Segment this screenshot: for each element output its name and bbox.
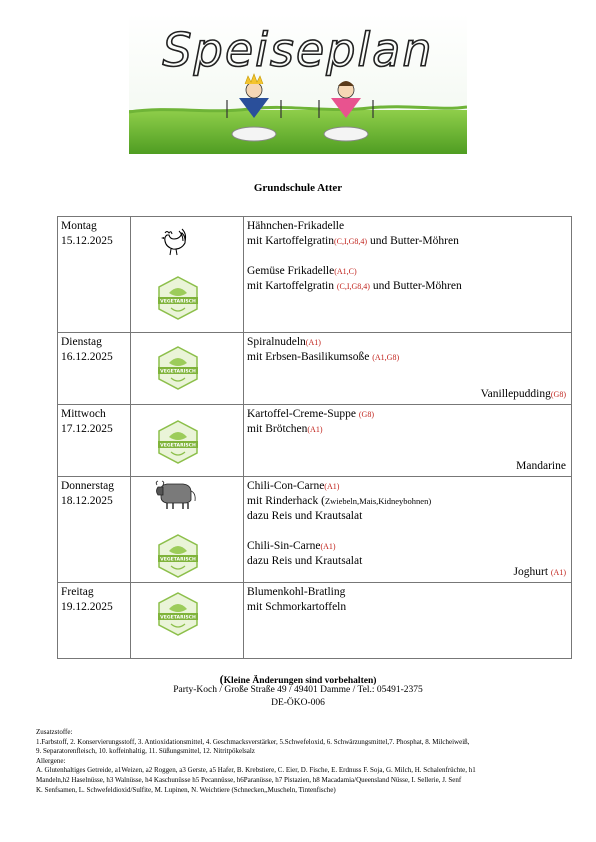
icon-cell: VEGETARISCH	[130, 582, 244, 659]
legend-line: 9. Separatorenfleisch, 10. koffeinhaltig…	[36, 747, 255, 756]
logo-text: Speiseplan	[162, 23, 433, 77]
day-name: Montag	[61, 220, 97, 232]
meal-side: mit Brötchen(A1)	[247, 423, 323, 435]
caterer-address: Party-Koch / Große Straße 49 / 49401 Dam…	[173, 685, 423, 695]
school-name: Grundschule Atter	[253, 182, 343, 194]
table-row: Mittwoch 17.12.2025 VEGETARISCH Kartoffe…	[57, 404, 572, 477]
day-name: Freitag	[61, 586, 94, 598]
icon-cell: VEGETARISCH	[130, 332, 244, 405]
day-date: 16.12.2025	[61, 351, 113, 363]
meal-side: mit Kartoffelgratin(C,I,G8,4) und Butter…	[247, 235, 459, 247]
menu-table: Montag 15.12.2025 VEGETARISCH Häh	[57, 216, 572, 659]
dessert: Mandarine	[516, 460, 566, 472]
meal-side: mit Erbsen-Basilikumsoße (A1,G8)	[247, 351, 400, 363]
day-name: Dienstag	[61, 336, 102, 348]
table-row: Montag 15.12.2025 VEGETARISCH Häh	[57, 216, 572, 333]
vegetarian-badge-icon: VEGETARISCH	[158, 592, 198, 636]
meal-title: Hähnchen-Frikadelle	[247, 220, 345, 232]
meal-side: dazu Reis und Krautsalat	[247, 510, 363, 522]
dessert: Joghurt (A1)	[513, 566, 566, 578]
dish-cell: Kartoffel-Creme-Suppe (G8) mit Brötchen(…	[243, 404, 572, 477]
dessert: Vanillepudding(G8)	[480, 388, 566, 400]
meal-side: mit Schmorkartoffeln	[247, 601, 347, 613]
dish-cell: Spiralnudeln(A1) mit Erbsen-Basilikumsoß…	[243, 332, 572, 405]
meal-title: Kartoffel-Creme-Suppe (G8)	[247, 408, 374, 420]
day-cell: Donnerstag 18.12.2025	[57, 476, 131, 583]
dish-cell: Blumenkohl-Bratling mit Schmorkartoffeln	[243, 582, 572, 659]
day-date: 17.12.2025	[61, 423, 113, 435]
meal-title: Gemüse Frikadelle(A1,C)	[247, 265, 357, 277]
meal-title: Chili-Con-Carne(A1)	[247, 480, 340, 492]
girl-drawing	[318, 81, 374, 118]
boy-drawing	[226, 73, 282, 118]
icon-cell: VEGETARISCH	[130, 404, 244, 477]
day-cell: Montag 15.12.2025	[57, 216, 131, 333]
meal-side: mit Kartoffelgratin (C,I,G8,4) und Butte…	[247, 280, 462, 292]
legend: Zusatzstoffe: 1.Farbstoff, 2. Konservier…	[36, 728, 584, 795]
day-cell: Dienstag 16.12.2025	[57, 332, 131, 405]
day-cell: Mittwoch 17.12.2025	[57, 404, 131, 477]
table-row: Freitag 19.12.2025 VEGETARISCH Blumenkoh…	[57, 582, 572, 659]
legend-line: Mandeln,h2 Haselnüsse, h3 Walnüsse, h4 K…	[36, 775, 462, 784]
dish-cell: Hähnchen-Frikadelle mit Kartoffelgratin(…	[243, 216, 572, 333]
day-date: 18.12.2025	[61, 495, 113, 507]
meal-title: Chili-Sin-Carne(A1)	[247, 540, 336, 552]
day-name: Donnerstag	[61, 480, 115, 492]
svg-text:VEGETARISCH: VEGETARISCH	[160, 299, 196, 305]
meal-side: mit Rinderhack (Zwiebeln,Mais,Kidneybohn…	[247, 495, 432, 507]
change-notice: (Kleine Änderungen sind vorbehalten)	[219, 672, 377, 686]
icon-cell: VEGETARISCH	[130, 216, 244, 333]
chicken-icon	[161, 228, 187, 256]
vegetarian-badge-icon: VEGETARISCH	[158, 346, 198, 390]
dish-cell: Chili-Con-Carne(A1) mit Rinderhack (Zwie…	[243, 476, 572, 583]
table-row: Donnerstag 18.12.2025 VEGETARISCH	[57, 476, 572, 583]
svg-text:VEGETARISCH: VEGETARISCH	[160, 615, 196, 621]
meal-side: dazu Reis und Krautsalat	[247, 555, 363, 567]
eco-code: DE-ÖKO-006	[271, 698, 325, 708]
legend-line: A. Glutenhaltiges Getreide, a1Weizen, a2…	[36, 766, 476, 775]
day-date: 15.12.2025	[61, 235, 113, 247]
table-row: Dienstag 16.12.2025 VEGETARISCH Spiralnu…	[57, 332, 572, 405]
legend-line: K. Senfsamen, L. Schwefeldioxid/Sulfite,…	[36, 785, 336, 794]
header-illustration: Speiseplan	[129, 14, 467, 154]
svg-text:VEGETARISCH: VEGETARISCH	[160, 443, 196, 449]
day-cell: Freitag 19.12.2025	[57, 582, 131, 659]
vegetarian-badge-icon: VEGETARISCH	[158, 534, 198, 578]
vegetarian-badge-icon: VEGETARISCH	[158, 420, 198, 464]
legend-line: Zusatzstoffe:	[36, 728, 73, 736]
day-name: Mittwoch	[61, 408, 106, 420]
legend-line: Allergene:	[36, 756, 66, 765]
icon-cell: VEGETARISCH	[130, 476, 244, 583]
svg-text:VEGETARISCH: VEGETARISCH	[160, 557, 196, 563]
meal-title: Blumenkohl-Bratling	[247, 586, 346, 598]
legend-line: 1.Farbstoff, 2. Konservierungsstoff, 3. …	[36, 737, 470, 746]
meal-title: Spiralnudeln(A1)	[247, 336, 321, 348]
vegetarian-badge-icon: VEGETARISCH	[158, 276, 198, 320]
svg-text:VEGETARISCH: VEGETARISCH	[160, 369, 196, 375]
cow-icon	[155, 480, 196, 509]
day-date: 19.12.2025	[61, 601, 113, 613]
